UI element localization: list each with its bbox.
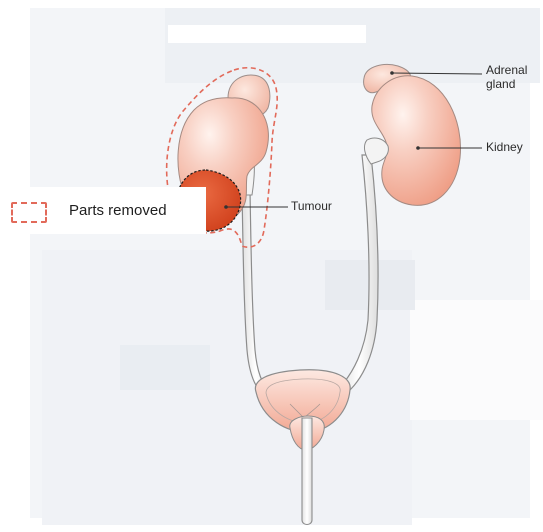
background-wash bbox=[30, 8, 543, 525]
adrenal-gland-label: Adrenal gland bbox=[486, 63, 542, 91]
parts-removed-legend-label: Parts removed bbox=[69, 202, 167, 220]
tumour-leader-dot bbox=[224, 205, 228, 209]
kidney-label: Kidney bbox=[486, 140, 523, 154]
legend: Parts removed bbox=[0, 187, 206, 234]
parts-removed-swatch-icon bbox=[11, 202, 47, 223]
tumour-label: Tumour bbox=[291, 199, 332, 213]
kidney-leader-dot bbox=[416, 146, 420, 150]
adrenal-leader-dot bbox=[390, 71, 394, 75]
urethra bbox=[302, 418, 312, 525]
